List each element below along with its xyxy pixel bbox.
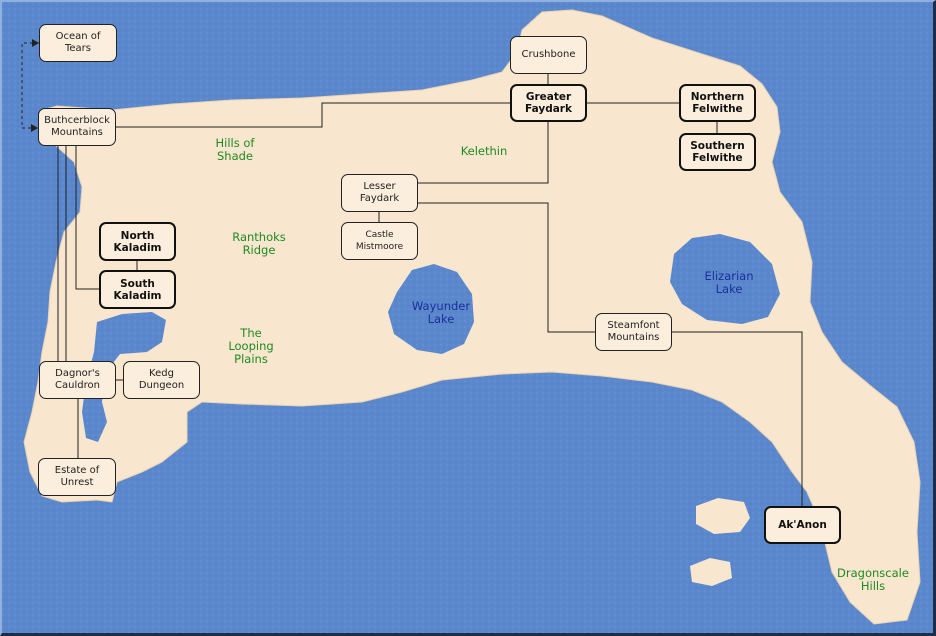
zone-north-kaladim[interactable]: North Kaladim bbox=[99, 222, 176, 261]
zone-greater-faydark[interactable]: Greater Faydark bbox=[510, 84, 587, 122]
island-east-2 bbox=[690, 558, 732, 586]
link-butcherblock-greater-faydark bbox=[116, 102, 511, 128]
zone-estate-of-unrest[interactable]: Estate of Unrest bbox=[38, 458, 116, 496]
link-steamfont-akanon bbox=[671, 331, 803, 506]
zone-connections bbox=[57, 73, 803, 506]
zone-akanon[interactable]: Ak'Anon bbox=[764, 506, 841, 544]
wayunder-lake-shape bbox=[388, 264, 474, 354]
cauldron-cove bbox=[82, 312, 166, 442]
zone-kedge-dungeon[interactable]: Kedg Dungeon bbox=[123, 361, 200, 399]
link-butcherblock-south-kaladim bbox=[75, 146, 99, 290]
zone-ocean-of-tears[interactable]: Ocean of Tears bbox=[39, 24, 117, 62]
zone-south-kaladim[interactable]: South Kaladim bbox=[99, 270, 176, 309]
region-ranthoks-ridge: Ranthoks Ridge bbox=[232, 230, 286, 257]
arrow-to-ocean bbox=[32, 39, 39, 47]
ocean-of-tears-link bbox=[21, 42, 39, 129]
zone-northern-felwithe[interactable]: Northern Felwithe bbox=[679, 84, 756, 122]
label-elizarian-lake: Elizarian Lake bbox=[704, 269, 754, 296]
zone-crushbone[interactable]: Crushbone bbox=[510, 36, 587, 74]
link-lesser-faydark-steamfont bbox=[417, 202, 596, 333]
region-hills-of-shade: Hills of Shade bbox=[215, 136, 255, 163]
island-east-1 bbox=[696, 498, 750, 534]
arrow-to-butcherblock bbox=[31, 124, 38, 132]
zone-butcherblock-mountains[interactable]: Buthcerblock Mountains bbox=[38, 108, 116, 146]
region-dragonscale-hills: Dragonscale Hills bbox=[837, 566, 909, 593]
elizarian-lake-shape bbox=[670, 234, 780, 324]
zone-castle-mistmoore[interactable]: Castle Mistmoore bbox=[341, 222, 418, 260]
zone-steamfont-mountains[interactable]: Steamfont Mountains bbox=[595, 313, 672, 351]
link-greater-lesser-faydark bbox=[417, 122, 549, 184]
zone-dagnors-cauldron[interactable]: Dagnor's Cauldron bbox=[39, 361, 116, 399]
region-looping-plains: The Looping Plains bbox=[228, 326, 274, 366]
label-wayunder-lake: Wayunder Lake bbox=[411, 299, 471, 326]
region-kelethin: Kelethin bbox=[460, 144, 508, 158]
zone-lesser-faydark[interactable]: Lesser Faydark bbox=[341, 174, 418, 212]
zone-southern-felwithe[interactable]: Southern Felwithe bbox=[679, 133, 756, 171]
